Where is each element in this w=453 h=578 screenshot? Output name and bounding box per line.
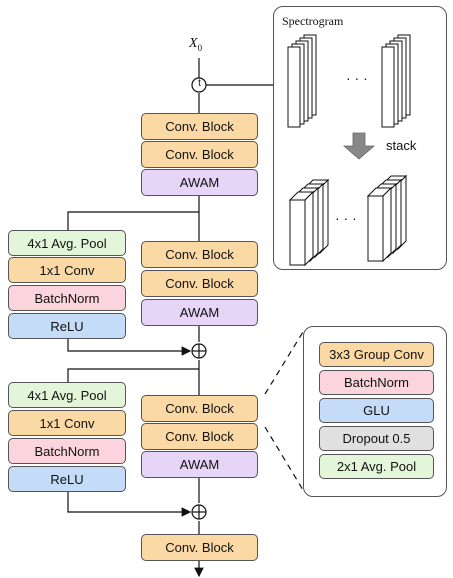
stack-label: stack bbox=[386, 138, 417, 153]
avg-pool-block: 4x1 Avg. Pool bbox=[8, 230, 126, 256]
conv-block: Conv. Block bbox=[141, 423, 258, 450]
conv-1x1-block: 1x1 Conv bbox=[8, 410, 126, 436]
batchnorm-block: BatchNorm bbox=[8, 285, 126, 311]
conv-block: Conv. Block bbox=[141, 141, 258, 168]
final-conv-block: Conv. Block bbox=[141, 534, 258, 561]
ellipsis-top: · · · bbox=[346, 70, 368, 86]
awam-block: AWAM bbox=[141, 451, 258, 478]
batchnorm-block: BatchNorm bbox=[319, 370, 434, 395]
input-label-main: X bbox=[189, 36, 198, 51]
dropout-block: Dropout 0.5 bbox=[319, 426, 434, 451]
avg-pool-block: 4x1 Avg. Pool bbox=[8, 382, 126, 408]
group-conv-block: 3x3 Group Conv bbox=[319, 342, 434, 367]
awam-block: AWAM bbox=[141, 299, 258, 326]
avg-pool-block: 2x1 Avg. Pool bbox=[319, 454, 434, 479]
conv-1x1-block: 1x1 Conv bbox=[8, 257, 126, 283]
spectrogram-title: Spectrogram bbox=[282, 14, 344, 28]
spectrogram-panel bbox=[273, 6, 447, 270]
conv-block: Conv. Block bbox=[141, 395, 258, 422]
awam-block: AWAM bbox=[141, 169, 258, 196]
ellipsis-bottom: · · · bbox=[335, 210, 357, 226]
input-label: X0 bbox=[189, 36, 202, 53]
relu-block: ReLU bbox=[8, 466, 126, 492]
relu-block: ReLU bbox=[8, 313, 126, 339]
conv-block: Conv. Block bbox=[141, 113, 258, 140]
glu-block: GLU bbox=[319, 398, 434, 423]
batchnorm-block: BatchNorm bbox=[8, 438, 126, 464]
concat-symbol: t bbox=[198, 78, 201, 89]
conv-block: Conv. Block bbox=[141, 270, 258, 297]
input-label-subscript: 0 bbox=[197, 42, 203, 53]
conv-block: Conv. Block bbox=[141, 241, 258, 268]
